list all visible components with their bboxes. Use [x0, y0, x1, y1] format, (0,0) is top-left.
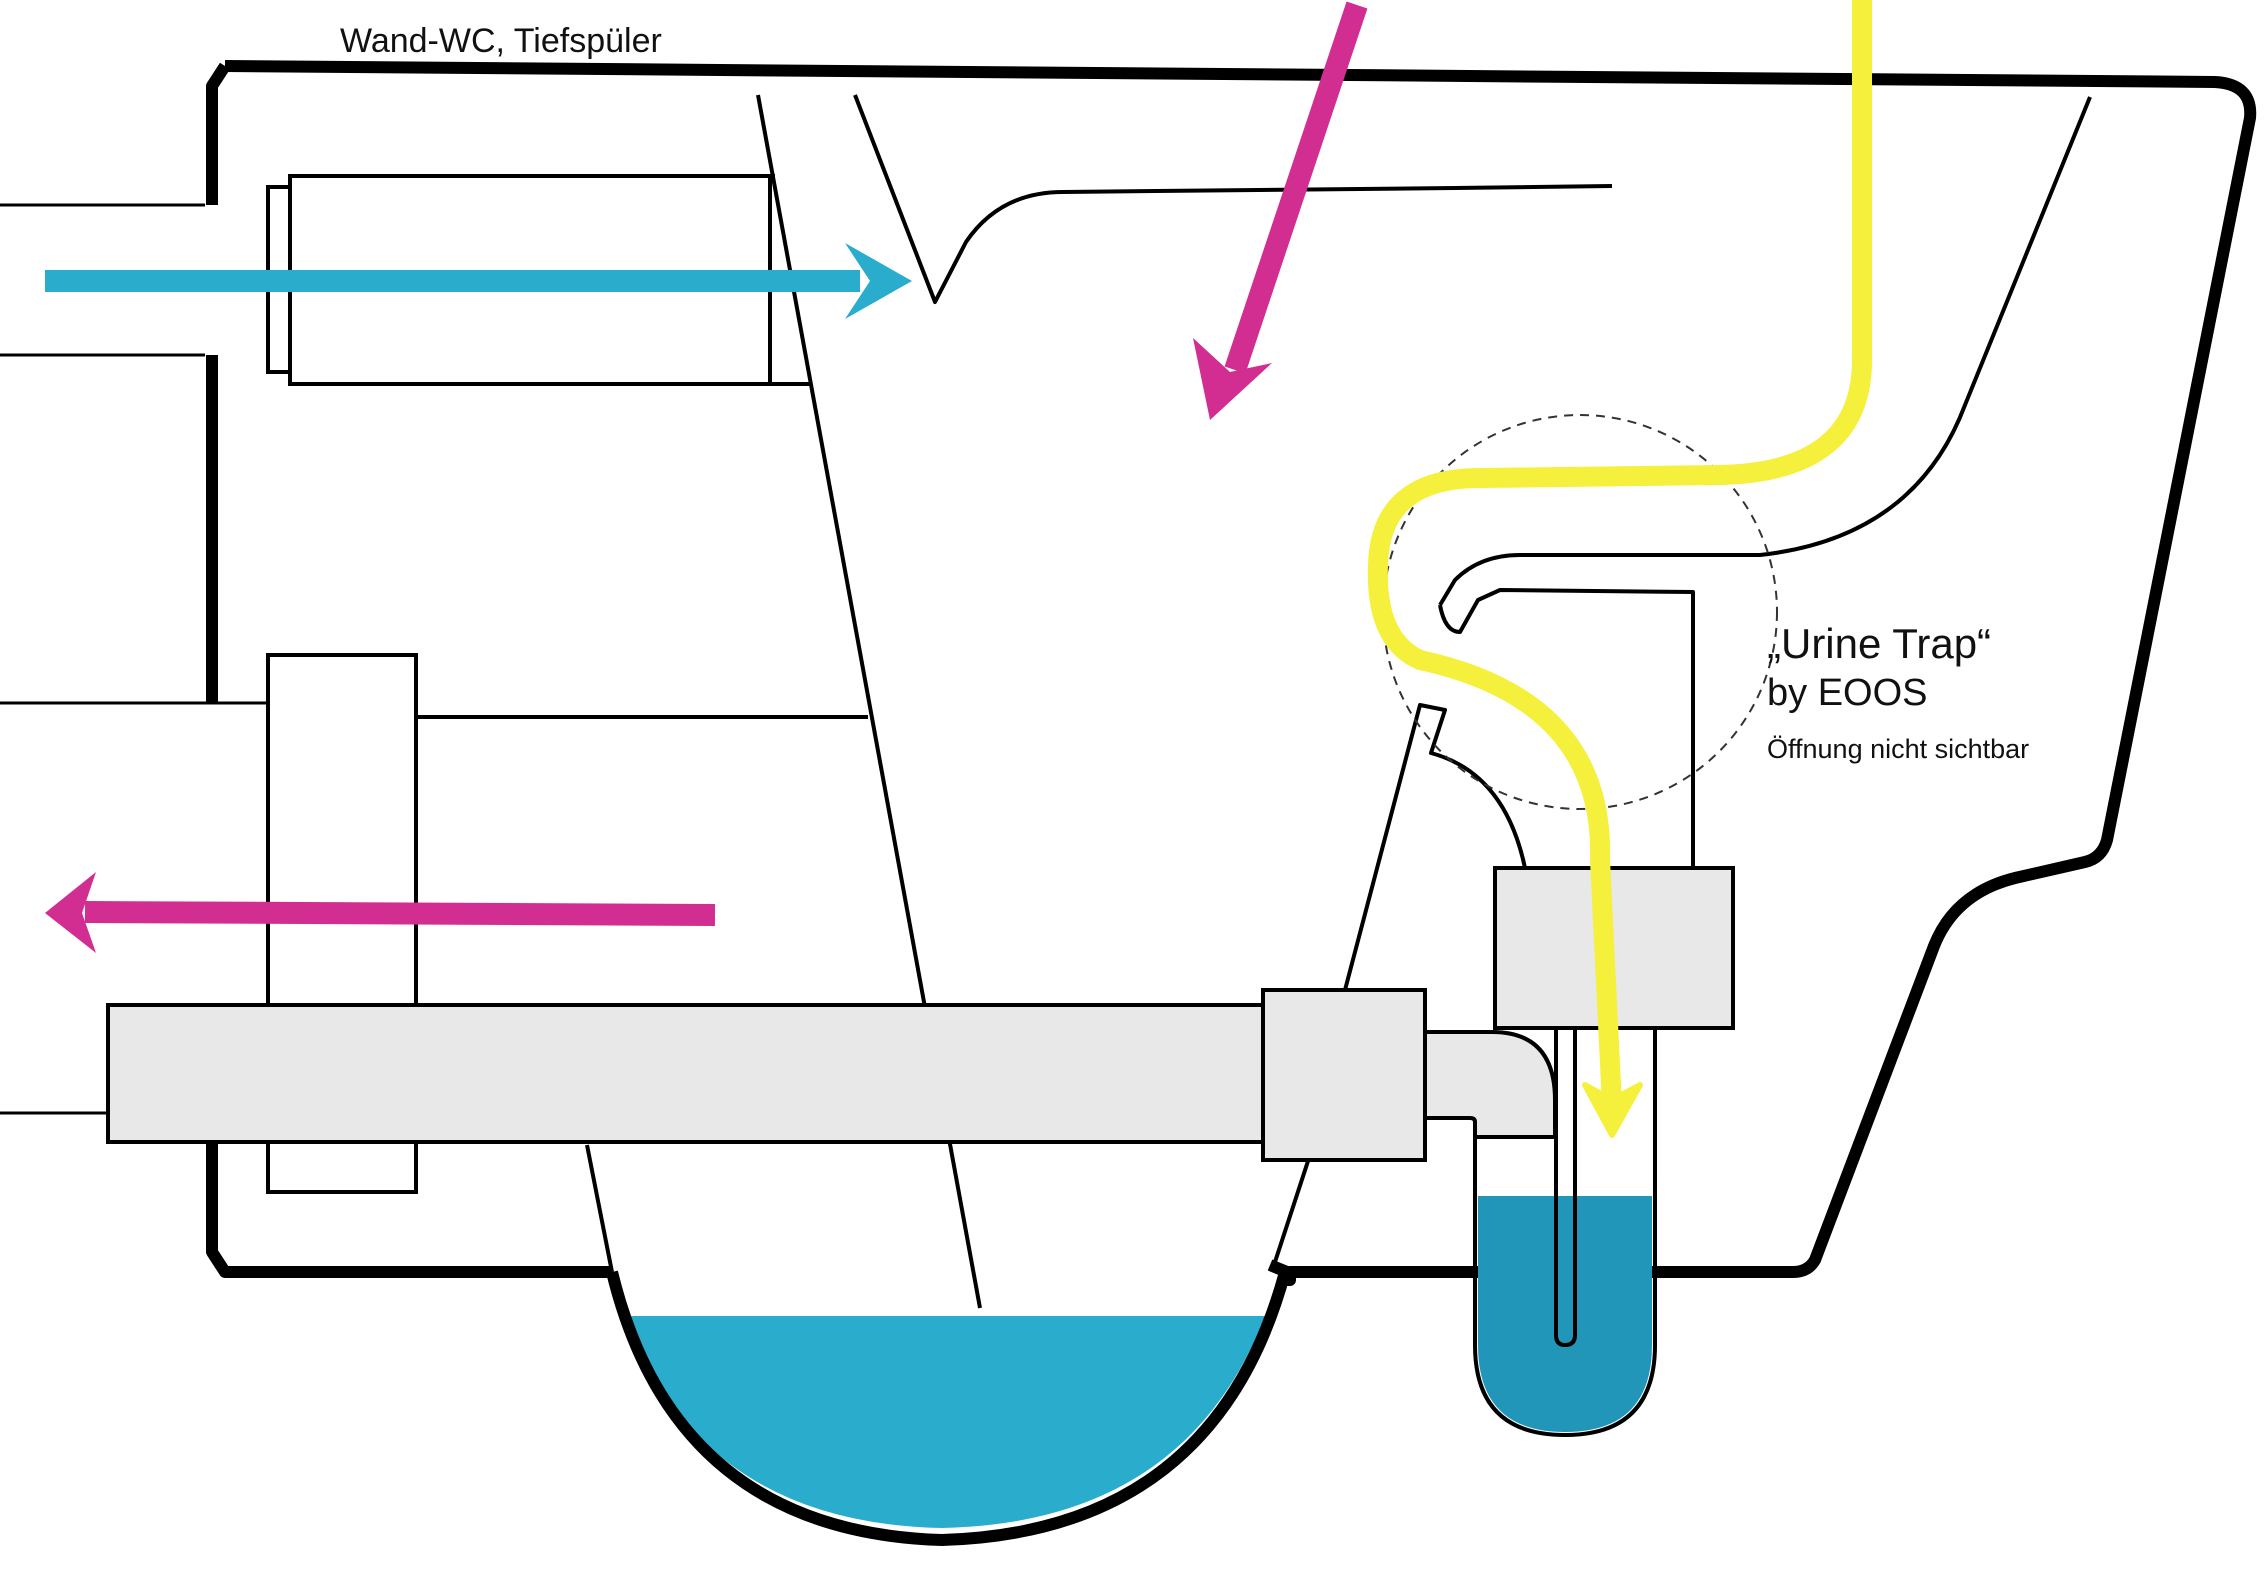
flush-water-arrow	[45, 243, 912, 319]
urine-trap-title: „Urine Trap“	[1767, 620, 1992, 667]
urine-path-arrow	[1367, 0, 1872, 1138]
toilet-body-outline-left	[206, 62, 612, 1278]
urine-trap-highlight-circle	[1382, 414, 1778, 810]
bowl-water	[626, 1316, 1265, 1528]
toilet-body-outline-mid	[1267, 1259, 1295, 1280]
wall-lines	[0, 203, 270, 1115]
diagram-title: Wand-WC, Tiefspüler	[340, 22, 662, 60]
urine-trap-water	[1478, 1196, 1652, 1432]
urine-trap-tube	[1473, 1020, 1657, 1438]
feces-arrow-down	[1193, 1, 1368, 420]
toilet-body-outline	[224, 60, 2257, 1286]
ceramic-inner-lines	[585, 94, 2092, 1309]
drain-pipe	[106, 988, 1557, 1162]
outflow-arrow	[45, 872, 716, 953]
bowl-outline	[606, 1270, 1291, 1546]
urine-trap-note: Öffnung nicht sichtbar	[1767, 734, 2030, 764]
urine-trap-byline: by EOOS	[1767, 672, 1928, 714]
